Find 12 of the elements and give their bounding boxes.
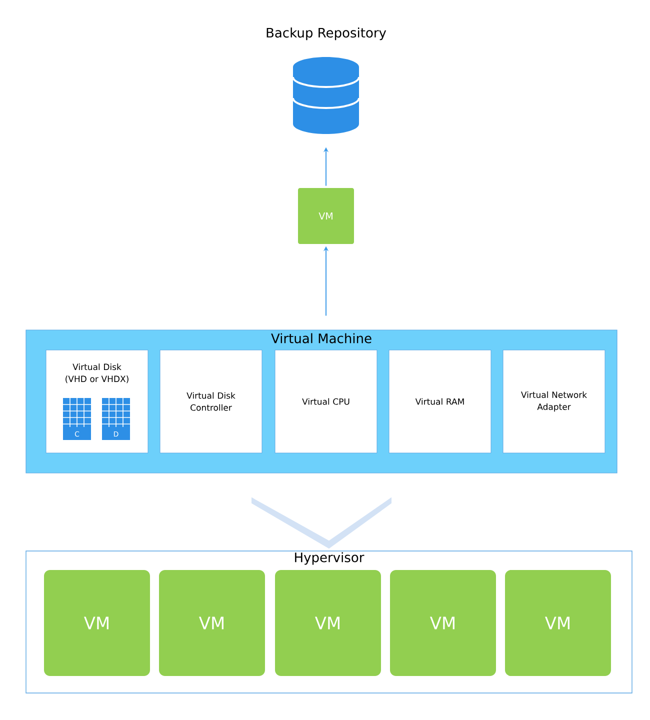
component-box: Virtual CPU <box>274 350 378 454</box>
vm-box: VM <box>298 188 354 244</box>
component-box: Virtual RAM <box>388 350 492 454</box>
component-box: Virtual Network Adapter <box>502 350 606 454</box>
title: Backup Repository <box>266 28 386 40</box>
vm-box: VM <box>159 570 265 676</box>
vm-box: VM <box>275 570 381 676</box>
vm-box: VM <box>44 570 150 676</box>
vm-box: VM <box>505 570 611 676</box>
chevron-arrow <box>252 497 392 549</box>
component-box: Virtual Disk Controller <box>160 350 262 454</box>
vm-box: VM <box>390 570 496 676</box>
